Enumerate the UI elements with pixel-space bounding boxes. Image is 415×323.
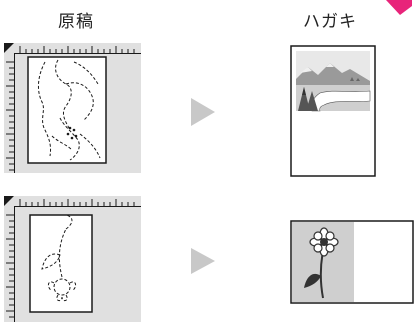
postcard-landscape (290, 45, 376, 177)
play-arrow-icon-1 (191, 98, 215, 126)
ruler-top (14, 46, 141, 54)
output-header: ハガキ (303, 12, 357, 32)
sketch-detail (66, 126, 78, 140)
ruler-left (6, 206, 15, 322)
original-document-2 (29, 214, 93, 313)
dashed-flower-drawing-icon (41, 214, 77, 302)
postcard-flower (290, 220, 414, 304)
ruler-top (14, 199, 141, 207)
play-arrow-icon-2 (191, 248, 215, 274)
dashed-line-drawing-icon (37, 59, 101, 161)
landscape-photo-icon (296, 51, 371, 112)
scanner-bed-1 (4, 43, 141, 173)
original-document-1 (27, 56, 107, 164)
ruler-left (6, 53, 15, 173)
scanner-bed-2 (4, 196, 141, 322)
original-header: 原稿 (58, 12, 94, 32)
pink-corner-marker-icon (386, 0, 412, 15)
flower-photo-icon (292, 222, 354, 302)
